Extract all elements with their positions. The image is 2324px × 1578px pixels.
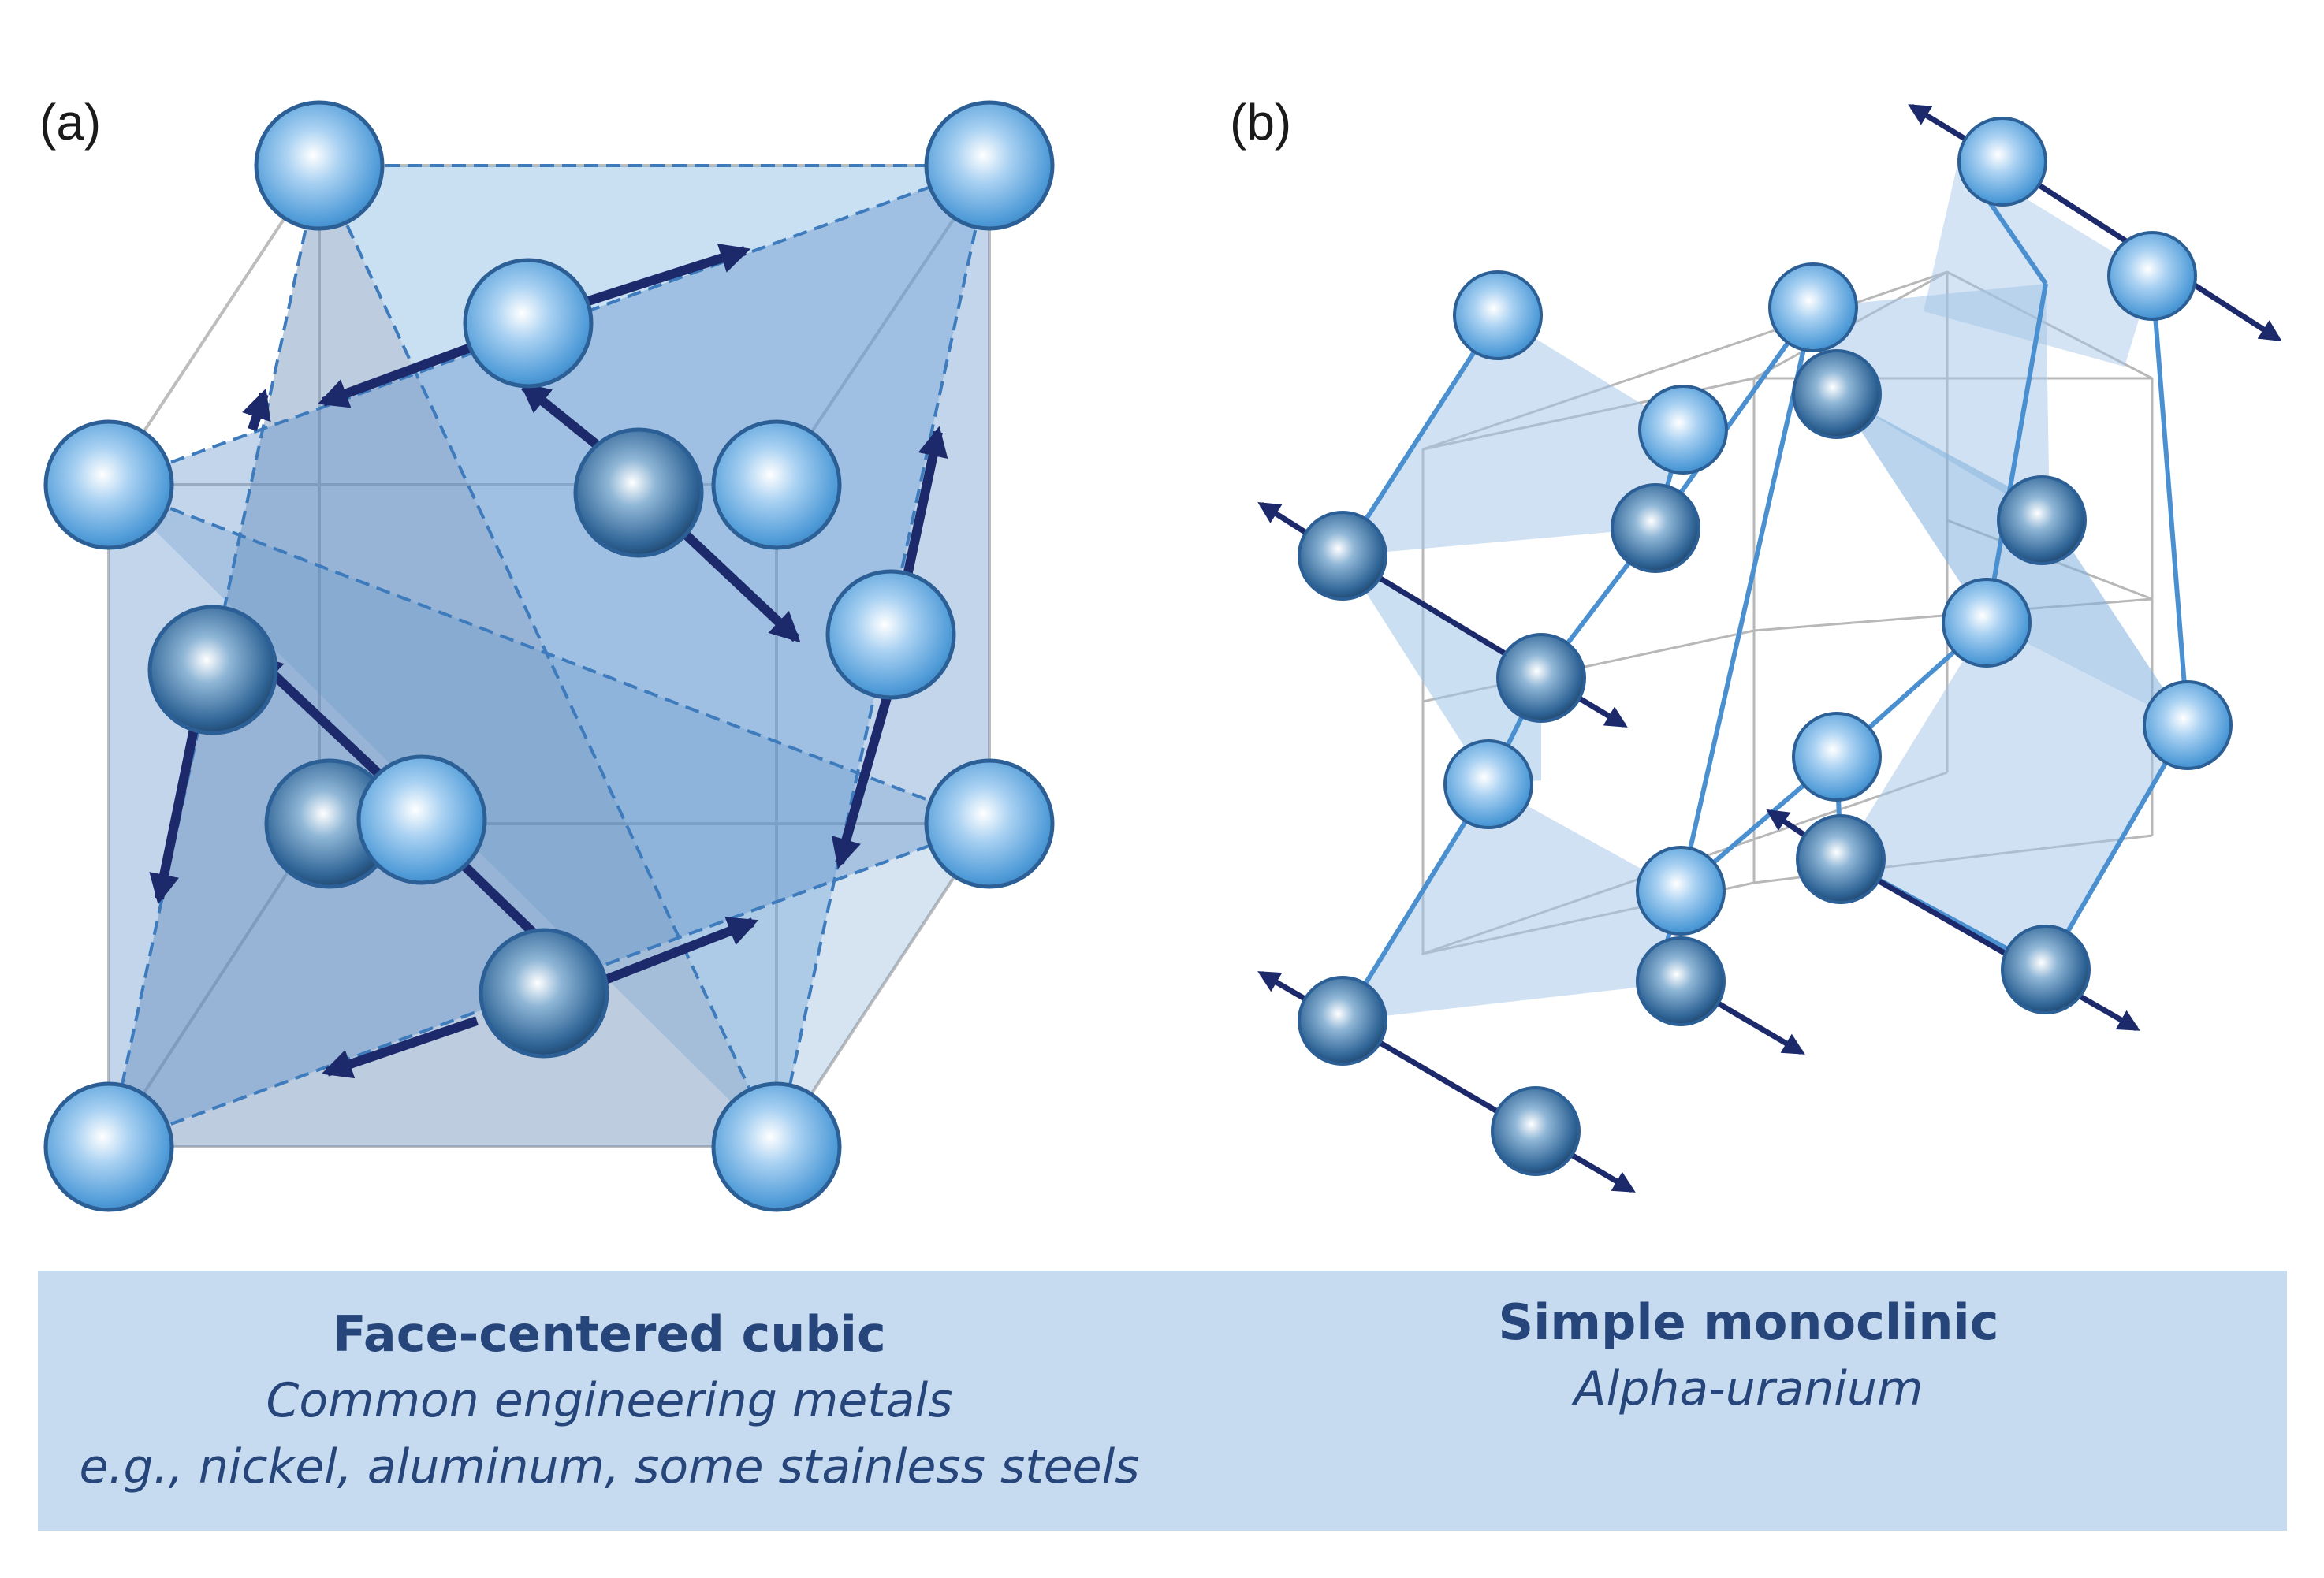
fcc-face-atom [573,427,704,558]
monoclinic-atom [1997,475,2087,565]
fcc-subtitle-line-2: e.g., nickel, aluminum, some stainless s… [79,1439,1140,1494]
fcc-face-atom [356,754,487,885]
fcc-face-atom [463,258,594,389]
monoclinic-atom [1796,814,1886,904]
monoclinic-atom [1453,270,1543,360]
fcc-caption: Face-centered cubic Common engineering m… [38,1271,1181,1531]
monoclinic-title: Simple monoclinic [1498,1293,1999,1351]
monoclinic-atom [1298,976,1387,1066]
monoclinic-atom [1768,262,1858,352]
fcc-corner-atom [711,1081,842,1212]
monoclinic-atom [2001,925,2091,1014]
monoclinic-caption: Simple monoclinic Alpha-uranium [1236,1271,2261,1531]
monoclinic-atom [1611,483,1700,573]
fcc-atoms [43,100,1055,1212]
monoclinic-diagram [1257,104,2282,1193]
monoclinic-sheets [1343,158,2188,1021]
fcc-diagram [43,100,1055,1212]
monoclinic-atom [1298,511,1387,601]
monoclinic-atom [1491,1086,1581,1176]
monoclinic-atom [1942,578,2032,668]
fcc-corner-atom [711,419,842,550]
fcc-corner-atom [924,100,1055,231]
panel-b-label: (b) [1230,94,1292,151]
fcc-slip-planes [109,166,989,1147]
fcc-title: Face-centered cubic [333,1305,886,1363]
panel-a-label: (a) [39,94,102,151]
crystal-diagrams [43,100,2282,1212]
fcc-corner-atom [924,758,1055,889]
fcc-corner-atom [43,1081,174,1212]
monoclinic-atom [1636,936,1726,1026]
monoclinic-atom [1957,117,2047,207]
monoclinic-atom [2143,680,2233,770]
fcc-corner-atom [43,419,174,550]
monoclinic-atom [2107,231,2197,321]
caption-band: Face-centered cubic Common engineering m… [38,1271,2287,1531]
fcc-face-atom [479,928,609,1059]
fcc-face-atom [825,569,956,700]
monoclinic-atom [1496,633,1586,723]
monoclinic-atoms [1298,117,2233,1176]
monoclinic-atom [1638,385,1728,475]
monoclinic-atom [1792,349,1882,439]
fcc-corner-atom [254,100,385,231]
fcc-subtitle-line-1: Common engineering metals [266,1373,953,1428]
monoclinic-atom [1792,712,1882,802]
fcc-face-atom [147,605,278,735]
monoclinic-atom [1636,846,1726,936]
monoclinic-atom [1443,739,1533,829]
monoclinic-subtitle-line-1: Alpha-uranium [1574,1361,1924,1416]
